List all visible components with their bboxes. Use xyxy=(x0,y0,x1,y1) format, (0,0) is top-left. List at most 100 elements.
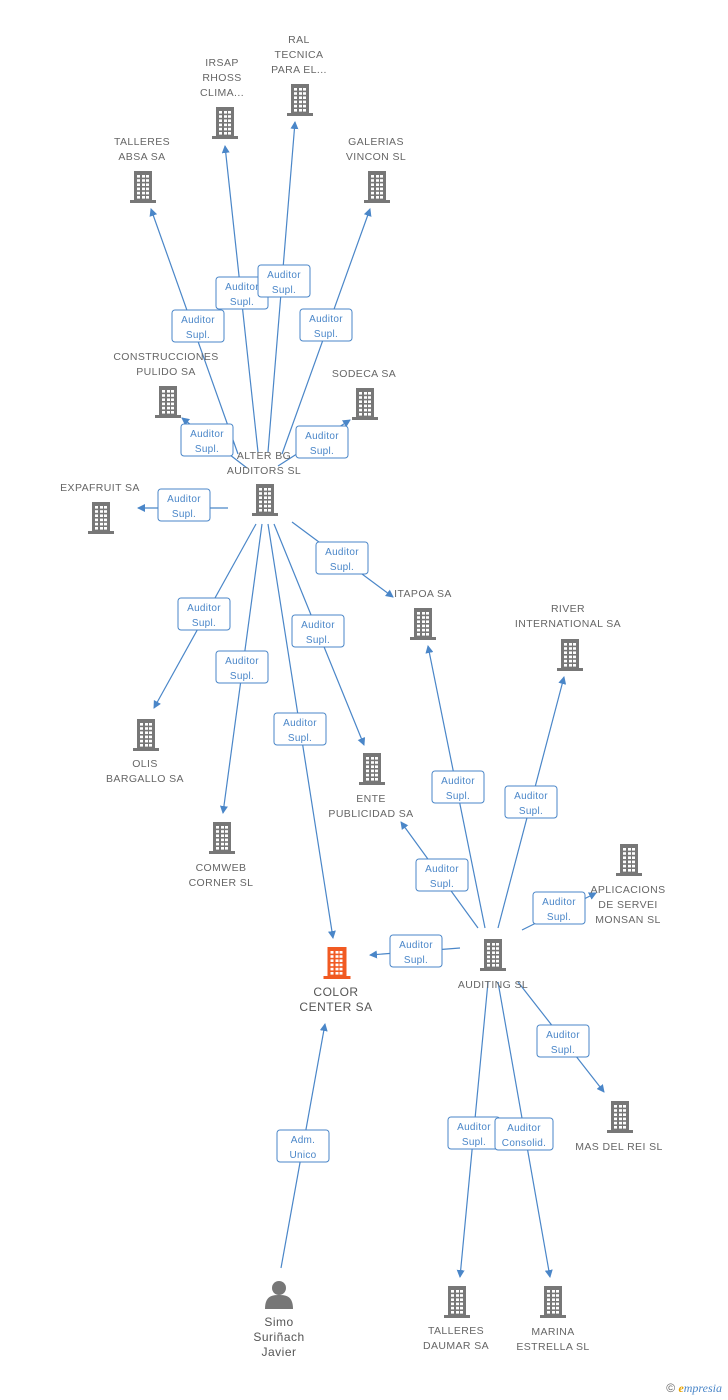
node-label: GALERIAS xyxy=(348,136,404,148)
edge-label-text: Auditor xyxy=(514,791,548,802)
edge-labels-layer: AuditorSupl.AuditorSupl.AuditorSupl.Audi… xyxy=(157,264,590,1163)
node-label: TECNICA xyxy=(275,49,324,61)
edge-label-box xyxy=(177,597,231,631)
node-label: AUDITORS SL xyxy=(227,465,301,477)
edge-label-text: Auditor xyxy=(225,282,259,293)
node-label: TALLERES xyxy=(114,136,170,148)
building-icon xyxy=(540,1286,566,1318)
node-auditing[interactable]: AUDITING SL xyxy=(458,939,528,991)
edge-label-box xyxy=(257,264,311,298)
node-label: EXPAFRUIT SA xyxy=(60,482,140,494)
edge-label-text: Unico xyxy=(289,1150,316,1161)
node-label: BARGALLO SA xyxy=(106,773,184,785)
edge-label-box xyxy=(215,650,269,684)
edge-label-text: Auditor xyxy=(507,1123,541,1134)
edge-label-text: Supl. xyxy=(404,955,428,966)
edge-label-box xyxy=(494,1117,554,1151)
node-label: ENTE xyxy=(356,793,386,805)
edge-label-box xyxy=(295,425,349,459)
edge-label-text: Supl. xyxy=(186,330,210,341)
node-label: ESTRELLA SL xyxy=(516,1341,589,1353)
edge-label-text: Auditor xyxy=(425,864,459,875)
edge-label-box xyxy=(157,488,211,522)
building-icon xyxy=(359,753,385,785)
node-label: DE SERVEI xyxy=(598,899,657,911)
building-icon xyxy=(133,719,159,751)
node-label: RHOSS xyxy=(202,72,241,84)
person-icon xyxy=(265,1281,293,1309)
node-talleres_absa[interactable]: TALLERES ABSA SA xyxy=(114,136,170,203)
node-expafruit[interactable]: EXPAFRUIT SA xyxy=(60,482,140,534)
node-mas[interactable]: MAS DEL REI SL xyxy=(575,1101,663,1153)
building-icon xyxy=(557,639,583,671)
footer-brand[interactable]: © empresia xyxy=(666,1381,722,1396)
edge-label-text: Supl. xyxy=(446,791,470,802)
node-label: CORNER SL xyxy=(189,877,254,889)
edge-label-text: Supl. xyxy=(195,444,219,455)
edge-label-text: Auditor xyxy=(542,897,576,908)
node-label: ABSA SA xyxy=(118,151,165,163)
node-label: Simo xyxy=(264,1315,293,1329)
node-label: MONSAN SL xyxy=(595,914,660,926)
edge-label-text: Supl. xyxy=(430,879,454,890)
edge-label-text: Supl. xyxy=(272,285,296,296)
edge-label-text: Auditor xyxy=(181,315,215,326)
node-label: OLIS xyxy=(132,758,158,770)
edge-label-box xyxy=(415,858,469,892)
edge-label-text: Auditor xyxy=(441,776,475,787)
edge-label-text: Auditor xyxy=(301,620,335,631)
node-label: DAUMAR SA xyxy=(423,1340,489,1352)
node-itapoa[interactable]: ITAPOA SA xyxy=(394,588,452,640)
building-icon xyxy=(616,844,642,876)
edge-label-box xyxy=(291,614,345,648)
edge-label-box xyxy=(299,308,353,342)
edge-label-text: Consolid. xyxy=(502,1138,546,1149)
building-icon xyxy=(607,1101,633,1133)
edge-label-simo-color[interactable]: Adm. Unico xyxy=(276,1129,330,1163)
node-label: CLIMA... xyxy=(200,87,244,99)
building-icon xyxy=(352,388,378,420)
node-olis[interactable]: OLIS BARGALLO SA xyxy=(106,719,184,785)
copyright-symbol: © xyxy=(666,1381,676,1395)
edge-label-text: Adm. xyxy=(291,1135,316,1146)
edge-label-text: Supl. xyxy=(172,509,196,520)
node-sodeca[interactable]: SODECA SA xyxy=(332,368,396,420)
node-irsap[interactable]: IRSAPRHOSSCLIMA... xyxy=(200,57,244,139)
edge-label-box xyxy=(315,541,369,575)
edge-label-box xyxy=(389,934,443,968)
edge-label-box xyxy=(180,423,234,457)
edge-label-text: Supl. xyxy=(547,912,571,923)
building-icon xyxy=(410,608,436,640)
